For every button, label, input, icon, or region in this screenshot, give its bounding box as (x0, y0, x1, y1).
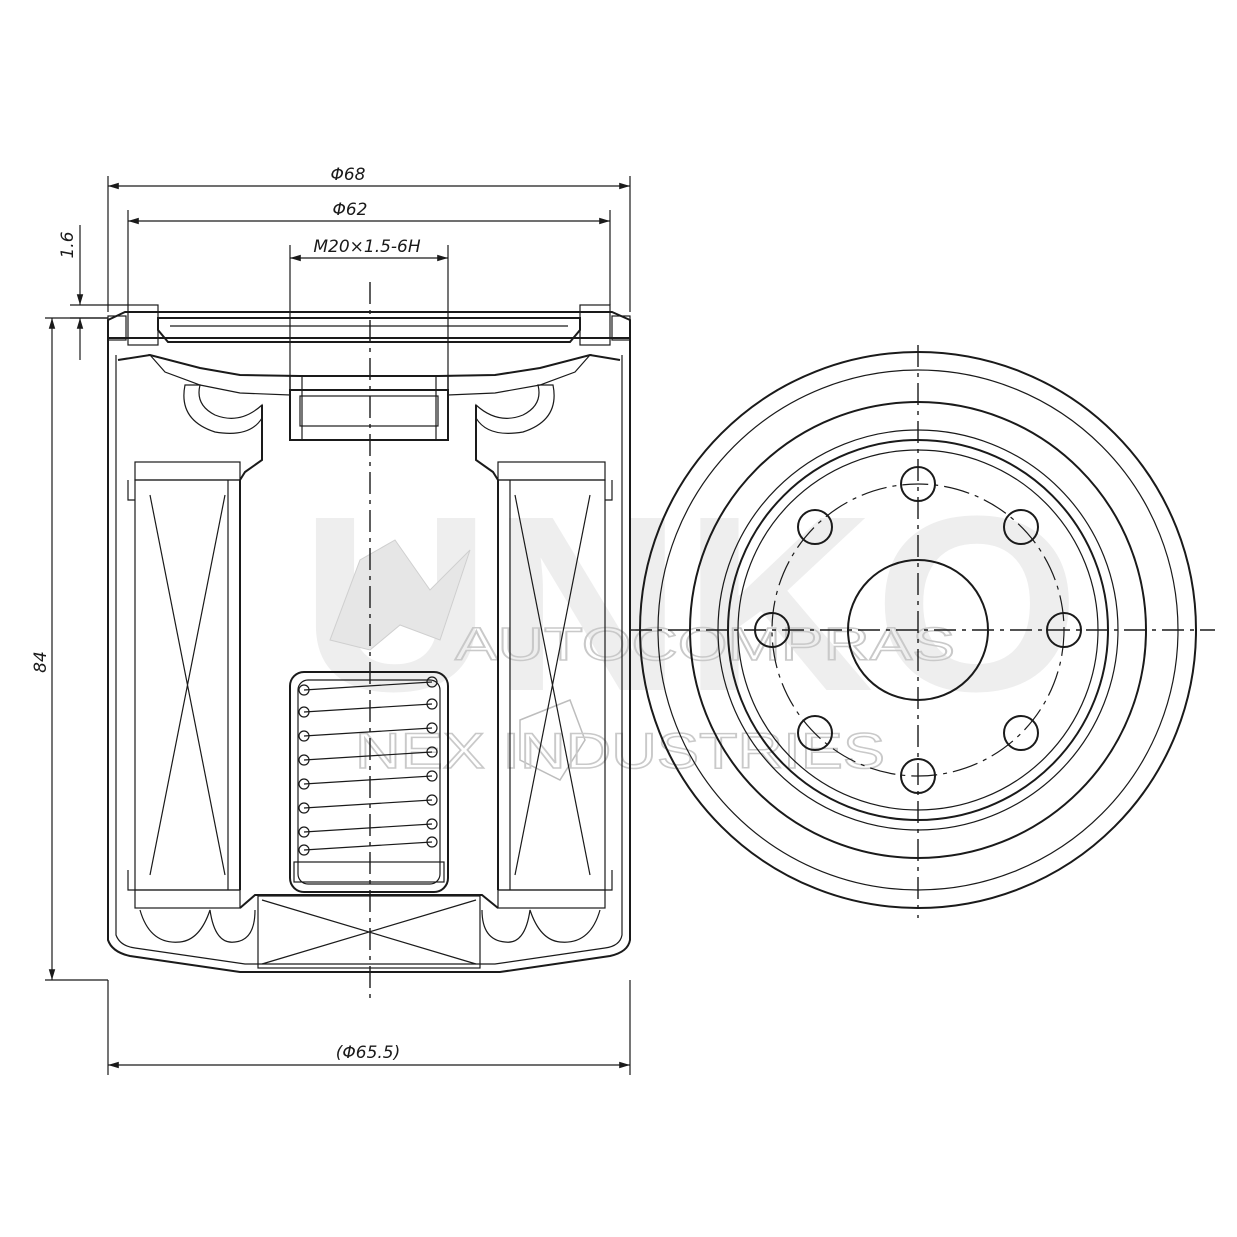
dim-thread: M20×1.5-6H (313, 237, 421, 257)
bottom-loops-left (139, 909, 256, 943)
ext-lines-phi62 (127, 210, 611, 305)
oil-hole (1003, 509, 1039, 545)
dim-phi62: Φ62 (332, 200, 367, 220)
ext-lines-phi68 (107, 176, 631, 312)
dim-phi68: Φ68 (330, 165, 365, 185)
valve-left (183, 384, 263, 434)
ext-lines-height (45, 317, 108, 981)
bypass-seat (293, 861, 445, 883)
oil-hole (797, 715, 833, 751)
media-right-cross (514, 494, 591, 876)
ext-lines-body (107, 980, 631, 1075)
dim-gasket-height: 1.6 (58, 231, 78, 258)
endcap-lips-bottom (127, 870, 613, 891)
thread-bore (299, 395, 439, 427)
ext-lines-thread (289, 245, 449, 390)
oil-hole (1046, 612, 1082, 648)
bottom-endcap-left (134, 889, 241, 909)
bottom-loops-right (481, 909, 601, 943)
thread-wall-right (435, 375, 449, 441)
base-plate-outline (157, 317, 581, 343)
valve-right (475, 384, 555, 434)
bypass-valve-housing (289, 671, 449, 893)
bypass-spring (298, 676, 438, 856)
gasket-right-outer (611, 315, 631, 341)
plate-hatch-left (148, 353, 291, 396)
dim-height: 84 (31, 651, 51, 673)
oil-hole (797, 509, 833, 545)
gasket-left-outer (107, 315, 127, 341)
dimensions: Φ68 Φ62 M20×1.5-6H 1.6 84 (Φ65.5) (31, 165, 631, 1075)
top-endcap-left (134, 461, 241, 481)
watermark: UNKO AUTOCOMPRAS NEX INDUSTRIES (300, 464, 1080, 781)
section-view (107, 282, 631, 1000)
dim-body-diameter: (Φ65.5) (336, 1043, 401, 1063)
can-inner-wall (115, 355, 623, 965)
watermark-line1: AUTOCOMPRAS (455, 618, 955, 670)
top-lip (107, 311, 631, 339)
oil-hole (1003, 715, 1039, 751)
bottom-endcap-right (497, 889, 606, 909)
thread-boss (289, 389, 449, 441)
bypass-valve-inner (297, 679, 441, 885)
neck-left (239, 405, 263, 481)
dished-plate (117, 353, 621, 377)
media-left-cross (149, 494, 226, 876)
plate-hatch-right (447, 353, 592, 396)
bottom-spring-cross (261, 899, 477, 965)
bottom-support (239, 894, 499, 909)
neck-right (475, 405, 499, 481)
watermark-leaf-logo (329, 539, 586, 781)
endcap-lips-top (127, 480, 613, 501)
thread-wall-left (289, 375, 303, 441)
bottom-spring-block (257, 895, 481, 969)
end-view (630, 345, 1215, 918)
